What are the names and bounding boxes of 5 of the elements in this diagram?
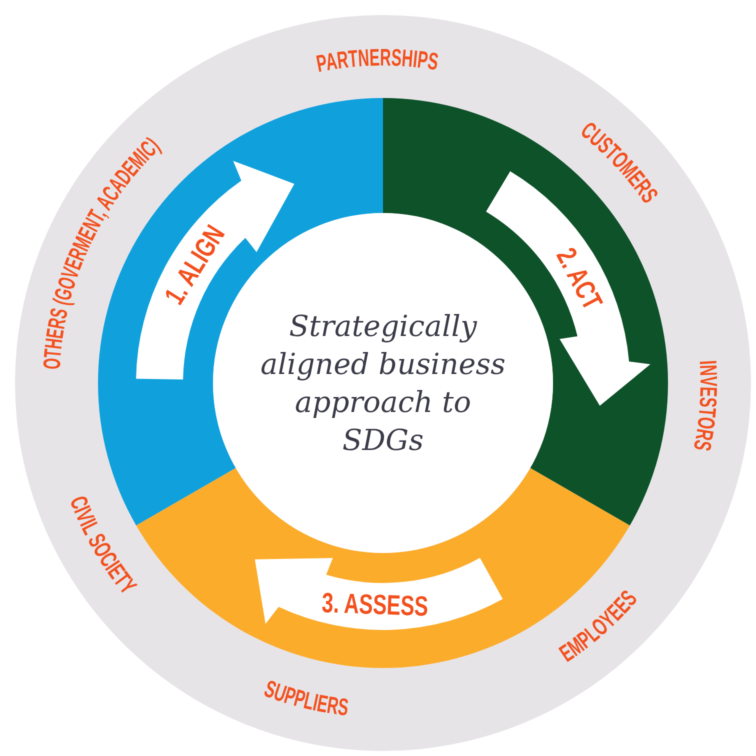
stakeholder-label: PARTNERSHIPS bbox=[314, 44, 446, 78]
step-label: 2. ACT bbox=[553, 244, 605, 314]
step-label: 3. ASSESS bbox=[322, 591, 429, 619]
stakeholder-label: SUPPLIERS bbox=[260, 675, 356, 722]
center-text: Strategically aligned business approach to SDGs bbox=[259, 308, 507, 459]
